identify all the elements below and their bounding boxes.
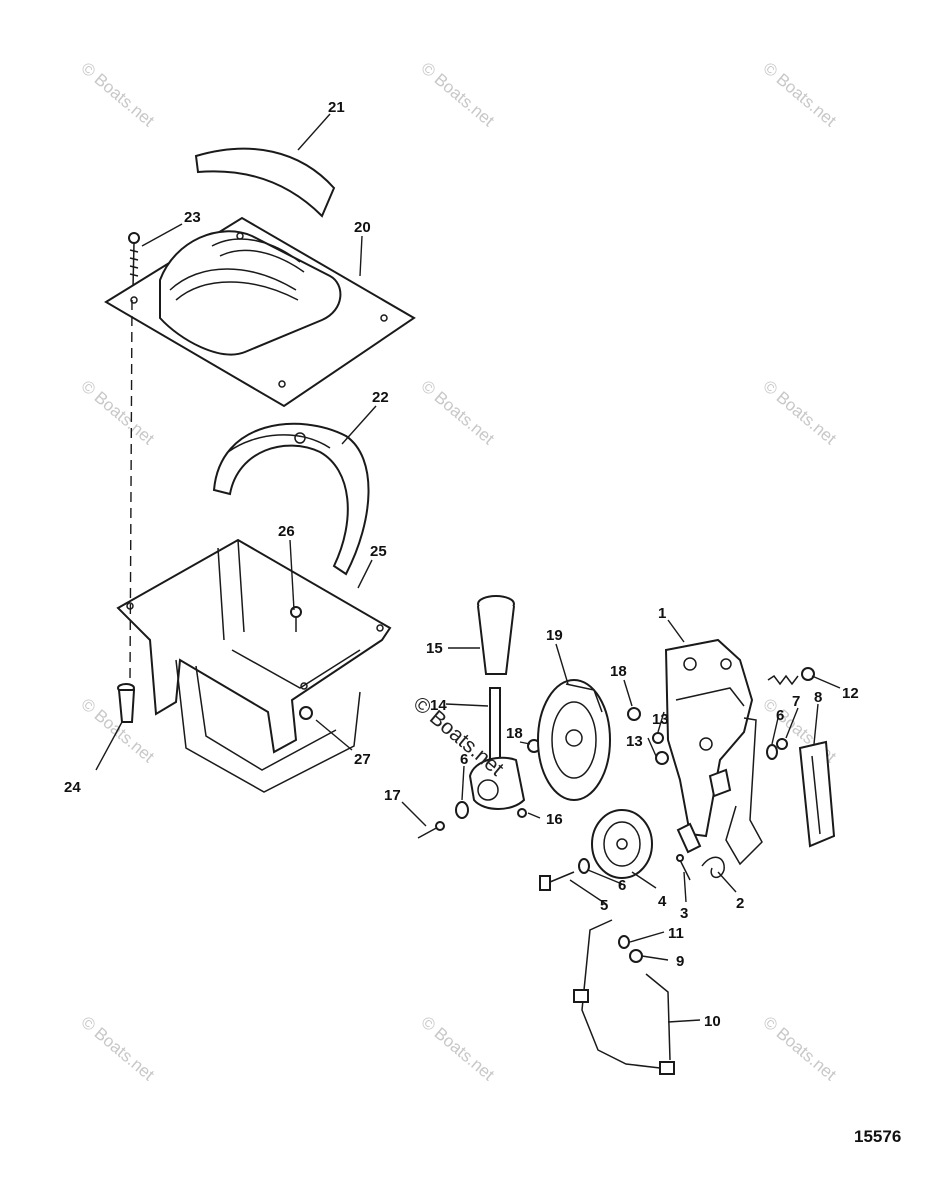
watermark: © Boats.net (759, 377, 840, 449)
callout-6: 6 (618, 877, 626, 894)
callout-18: 18 (610, 663, 627, 680)
part-23-screw (128, 232, 140, 289)
part-13-bushing (652, 732, 669, 765)
callout-labels: 21 23 20 22 25 26 27 24 15 14 16 17 6 18… (64, 99, 859, 1030)
watermark: © Boats.net (417, 377, 498, 449)
callout-21: 21 (328, 99, 345, 116)
part-21-trim-strip (194, 147, 336, 218)
part-10-cable (573, 919, 675, 1075)
callout-6: 6 (776, 707, 784, 724)
figure-number: 15576 (854, 1127, 901, 1146)
part-16-set-screw (517, 808, 527, 818)
part-11-washer (618, 935, 630, 949)
part-9-nut (629, 949, 643, 963)
callout-26: 26 (278, 523, 295, 540)
lever-assembly (676, 717, 763, 866)
part-12-spring-pin (767, 667, 815, 686)
watermark: © Boats.net (77, 377, 158, 449)
callout-3: 3 (680, 905, 688, 922)
part-17-screw (417, 821, 445, 839)
watermark: © Boats.net (417, 1013, 498, 1085)
part-4-pulley (591, 809, 653, 879)
callout-13: 13 (652, 711, 669, 728)
part-24-spacer (117, 683, 136, 723)
callout-11: 11 (668, 925, 684, 942)
watermark: © Boats.net (77, 1013, 158, 1085)
part-27-nut (299, 706, 313, 720)
watermark: © Boats.net (759, 1013, 840, 1085)
callout-2: 2 (736, 895, 744, 912)
part-6-washer (578, 858, 590, 874)
callout-5: 5 (600, 897, 608, 914)
part-1-control-housing (664, 638, 754, 838)
callout-19: 19 (546, 627, 563, 644)
part-22-shroud (212, 422, 370, 576)
callout-1: 1 (658, 605, 666, 622)
callout-12: 12 (842, 685, 859, 702)
watermark: © Boats.net (77, 59, 158, 131)
callout-9: 9 (676, 953, 684, 970)
callout-6: 6 (460, 751, 468, 768)
watermark: © Boats.net (417, 59, 498, 131)
part-6-washer (766, 744, 778, 760)
part-5-bolt (539, 871, 575, 891)
callout-20: 20 (354, 219, 371, 236)
callout-18: 18 (506, 725, 523, 742)
callout-16: 16 (546, 811, 563, 828)
callout-4: 4 (658, 893, 667, 910)
part-3-screw (676, 854, 691, 881)
part-20-cover-plate (104, 216, 416, 408)
watermark: © Boats.net (759, 59, 840, 131)
part-14-lever-arm (468, 687, 526, 810)
callout-8: 8 (814, 689, 822, 706)
callout-10: 10 (704, 1013, 721, 1030)
callout-13: 13 (626, 733, 643, 750)
part-18-nut (627, 707, 641, 721)
callout-24: 24 (64, 779, 81, 796)
part-25-bracket (116, 538, 392, 793)
part-8-detent-strip (798, 740, 836, 848)
callout-25: 25 (370, 543, 387, 560)
callout-23: 23 (184, 209, 201, 226)
part-6-washer (455, 801, 469, 819)
callout-22: 22 (372, 389, 389, 406)
callout-14: 14 (430, 697, 447, 714)
part-7-nut (776, 738, 788, 750)
callout-7: 7 (792, 693, 800, 710)
part-15-handle-knob (477, 595, 515, 675)
part-2-clip (701, 856, 725, 879)
callout-27: 27 (354, 751, 371, 768)
leader-lines (95, 113, 841, 1023)
callout-17: 17 (384, 787, 401, 804)
part-19-disc (537, 679, 611, 801)
callout-15: 15 (426, 640, 443, 657)
